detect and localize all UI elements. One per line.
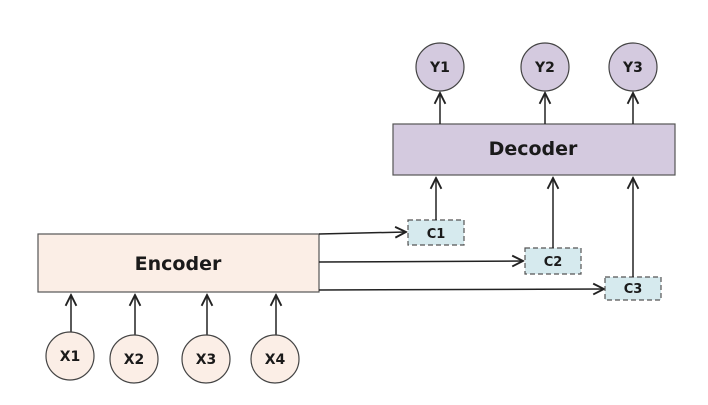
context-node-c3: C3: [604, 276, 662, 301]
edge-encoder-c2: [318, 261, 523, 262]
output-nodes: Y1 Y2 Y3: [415, 42, 658, 124]
context-label-c3: C3: [624, 282, 643, 297]
input-node-x4: X4: [250, 334, 300, 384]
input-node-x1: X1: [45, 331, 95, 381]
output-label-y2: Y2: [534, 60, 555, 76]
encoder-context-edges: [318, 232, 604, 290]
context-node-c2: C2: [524, 247, 582, 275]
context-node-c1: C1: [407, 219, 465, 246]
input-label-x3: X3: [196, 352, 217, 368]
output-label-y3: Y3: [622, 60, 643, 76]
context-label-c1: C1: [427, 227, 446, 242]
input-node-x3: X3: [181, 334, 231, 384]
output-node-y1: Y1: [415, 42, 465, 92]
context-nodes: C1 C2 C3: [407, 219, 662, 301]
encoder-box: [37, 233, 320, 293]
edge-encoder-c3: [318, 289, 604, 290]
input-label-x4: X4: [265, 352, 286, 368]
decoder-block: Decoder: [392, 123, 676, 176]
input-label-x2: X2: [124, 352, 145, 368]
decoder-label: Decoder: [489, 138, 578, 160]
input-label-x1: X1: [60, 349, 81, 365]
decoder-box: [392, 123, 676, 176]
input-node-x2: X2: [109, 334, 159, 384]
encoder-block: Encoder: [37, 233, 320, 293]
edge-encoder-c1: [318, 232, 406, 234]
output-node-y3: Y3: [608, 42, 658, 92]
encoder-label: Encoder: [135, 253, 222, 275]
context-decoder-edges: [436, 178, 633, 277]
input-nodes: X1 X2 X3 X4: [45, 295, 300, 384]
output-node-y2: Y2: [520, 42, 570, 92]
output-label-y1: Y1: [429, 60, 450, 76]
context-label-c2: C2: [544, 255, 563, 270]
